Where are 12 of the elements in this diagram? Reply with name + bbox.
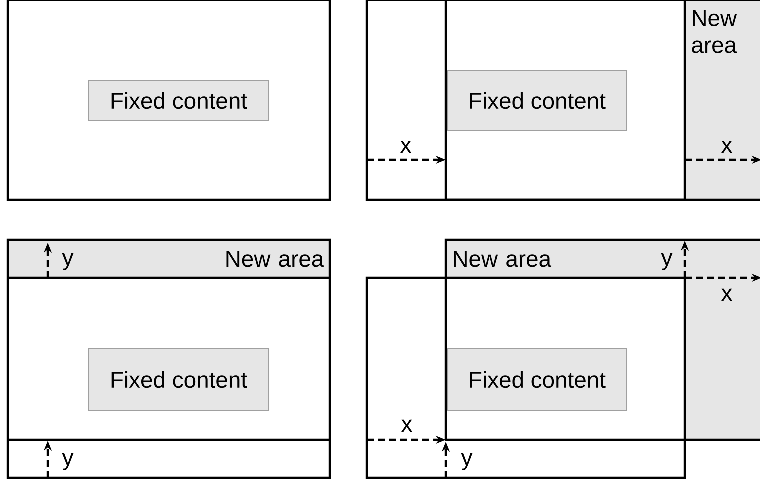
content-box: Fixed content	[447, 348, 628, 412]
content-box: Fixed content	[447, 70, 628, 132]
offset-label: y	[661, 254, 673, 270]
content-box: Fixed content	[88, 348, 270, 412]
offset-label: y	[461, 454, 473, 470]
offset-label: y	[62, 254, 74, 270]
offset-label: x	[722, 288, 732, 302]
offset-label: y	[62, 454, 74, 470]
content-box: Fixed content	[88, 80, 270, 122]
offset-label: x	[400, 140, 412, 154]
offset-label: x	[722, 140, 732, 154]
offset-label: x	[402, 420, 412, 432]
